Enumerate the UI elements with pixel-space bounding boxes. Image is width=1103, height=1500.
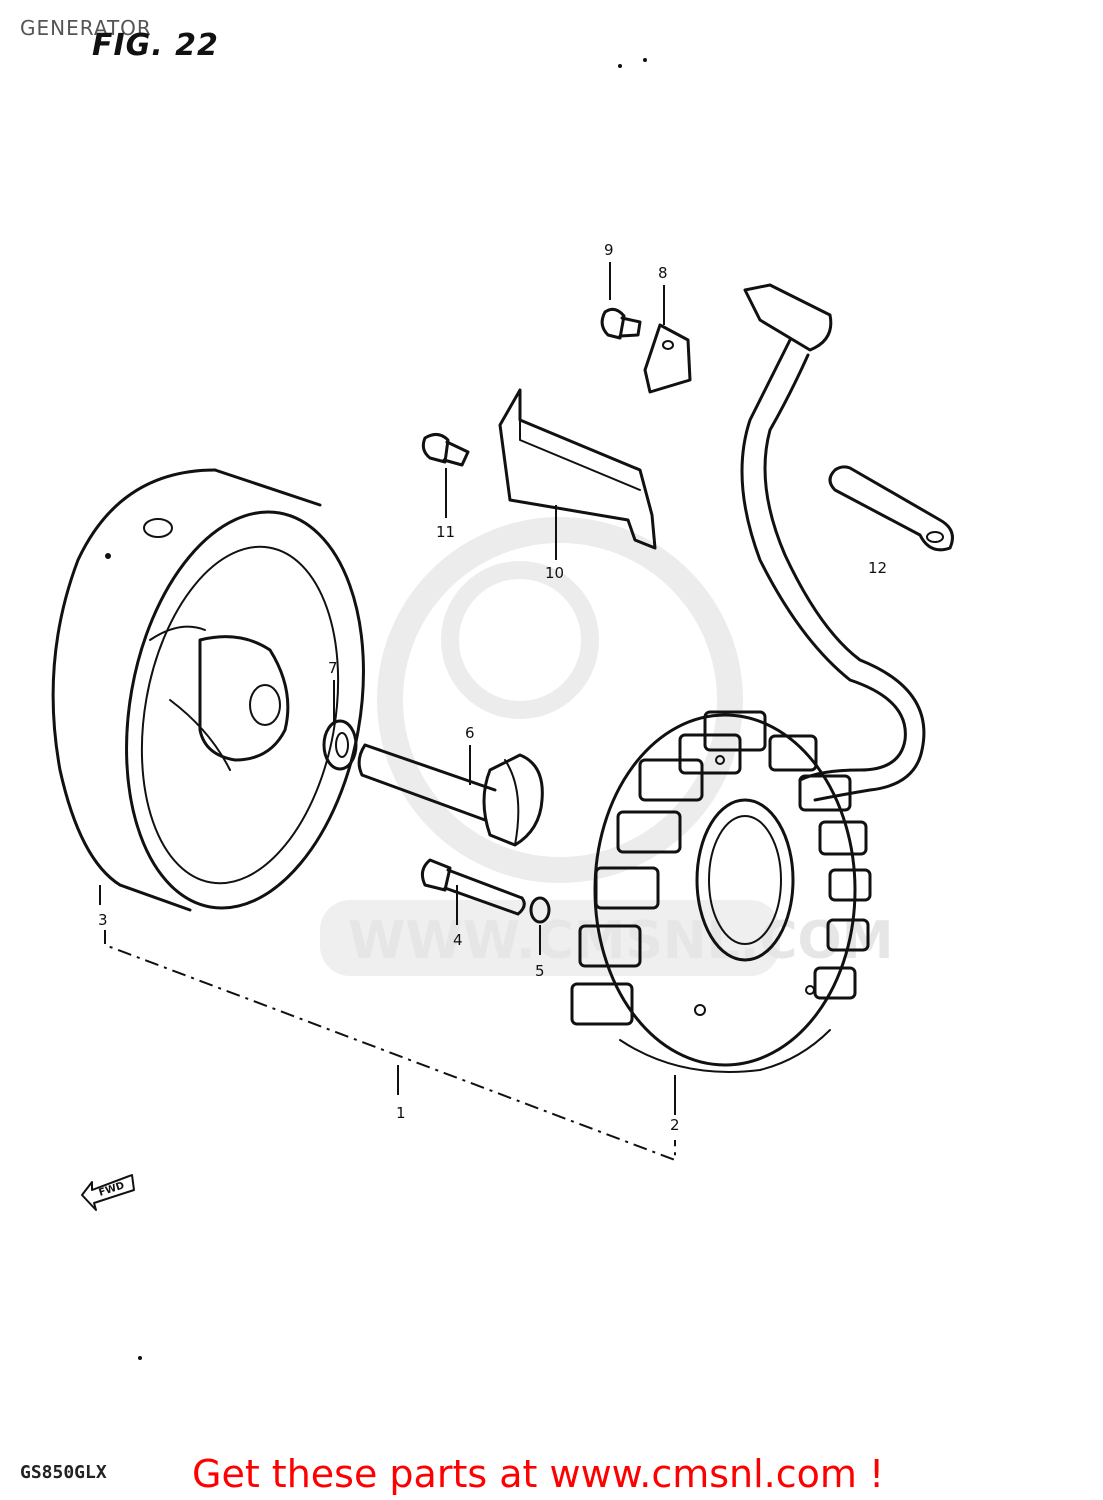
- callout-7: 7: [328, 659, 338, 677]
- generator-parts-diagram: WWW.CMSNL.COM: [51, 58, 954, 1360]
- part-clamp-12: [828, 465, 954, 552]
- callout-6: 6: [465, 724, 475, 742]
- model-code: GS850GLX: [20, 1462, 107, 1483]
- callout-9: 9: [604, 241, 614, 259]
- part-plate-8: [643, 323, 692, 394]
- stray-dot: [643, 58, 647, 62]
- callout-2: 2: [670, 1116, 680, 1134]
- watermark: WWW.CMSNL.COM: [320, 517, 893, 976]
- promo-link[interactable]: Get these parts at www.cmsnl.com !: [192, 1452, 885, 1496]
- callout-labels: 1 2 3 4 5 6 7 8 9 10 11 12: [98, 241, 887, 1134]
- stray-dot: [618, 64, 622, 68]
- leader-lines: [99, 262, 676, 1162]
- page-title: GENERATOR: [20, 16, 152, 40]
- callout-8: 8: [658, 264, 668, 282]
- part-washer-7: [322, 719, 358, 771]
- fwd-label: FWD: [98, 1180, 126, 1199]
- callout-11: 11: [436, 523, 455, 541]
- callout-3: 3: [98, 911, 108, 929]
- stray-dot: [138, 1356, 142, 1360]
- part-wire-harness: [740, 283, 926, 802]
- part-screw-9: [600, 307, 642, 340]
- callout-4: 4: [453, 931, 463, 949]
- part-bolt-6: [357, 743, 544, 847]
- part-flywheel-rotor: [51, 468, 365, 912]
- part-screw-11: [421, 433, 470, 467]
- forward-direction-marker: FWD: [81, 1174, 135, 1211]
- callout-10: 10: [545, 564, 564, 582]
- figure-label: FIG. 22: [92, 28, 219, 63]
- callout-1: 1: [396, 1104, 406, 1122]
- part-washer-5: [529, 896, 551, 924]
- callout-5: 5: [535, 962, 545, 980]
- callout-12: 12: [868, 559, 887, 577]
- watermark-text: WWW.CMSNL.COM: [348, 911, 893, 971]
- part-cover-10: [498, 388, 657, 550]
